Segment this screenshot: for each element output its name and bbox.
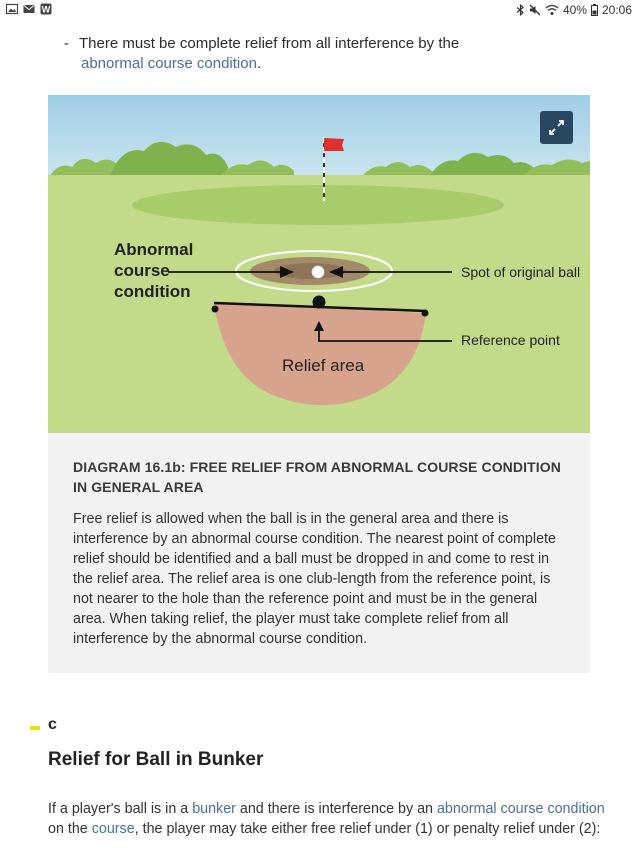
gallery-icon xyxy=(6,3,18,15)
abnormal-course-condition-link[interactable]: abnormal course condition xyxy=(436,801,605,817)
label-abnormal: Abnormal xyxy=(114,240,193,259)
section-letter: c xyxy=(48,716,57,733)
wifi-icon xyxy=(545,4,559,15)
diagram-illustration: Abnormal course condition Spot of origin… xyxy=(48,95,590,433)
para-text: and there is interference by an xyxy=(235,801,437,817)
diagram-title: DIAGRAM 16.1b: FREE RELIEF FROM ABNORMAL… xyxy=(73,459,561,495)
battery-percent: 40% xyxy=(562,3,587,17)
original-ball-icon xyxy=(311,265,325,279)
expand-button[interactable] xyxy=(540,111,573,144)
label-course: course xyxy=(114,261,170,280)
reference-point-marker xyxy=(312,295,326,309)
label-spot-of-original-ball: Spot of original ball xyxy=(461,264,580,280)
label-reference-point: Reference point xyxy=(461,332,560,348)
course-link[interactable]: course xyxy=(91,821,135,837)
section-heading: Relief for Ball in Bunker xyxy=(48,749,264,770)
system-icons: 40% 20:06 xyxy=(516,3,632,17)
notification-icons: W xyxy=(6,3,52,15)
clock: 20:06 xyxy=(601,3,632,17)
relief-area-shape xyxy=(214,303,426,406)
bullet-dash: - xyxy=(64,35,69,52)
putting-green xyxy=(132,185,504,225)
section-marker xyxy=(30,726,40,730)
flag-icon xyxy=(324,138,344,151)
acc-boundary xyxy=(235,250,393,292)
bullet-text: There must be complete relief from all i… xyxy=(79,35,460,52)
svg-text:W: W xyxy=(42,5,51,15)
status-bar: W 40% 20:06 xyxy=(0,0,638,20)
email-icon xyxy=(23,5,35,13)
word-app-icon: W xyxy=(40,3,52,15)
bluetooth-icon xyxy=(516,4,524,16)
bullet-period: . xyxy=(256,55,262,72)
battery-icon xyxy=(590,4,598,16)
bunker-link[interactable]: bunker xyxy=(192,801,236,817)
para-text: , the player may take either free relief… xyxy=(134,821,601,837)
abnormal-course-condition-link[interactable]: abnormal course condition xyxy=(81,55,257,72)
bullet-text-continued: abnormal course condition. xyxy=(81,54,261,74)
section-paragraph: If a player's ball is in a bunker and th… xyxy=(48,799,608,839)
diagram-card: Abnormal course condition Spot of origin… xyxy=(48,95,590,673)
label-condition: condition xyxy=(114,282,190,301)
golf-relief-diagram: Abnormal course condition Spot of origin… xyxy=(48,95,590,433)
mute-icon xyxy=(529,4,541,16)
para-text: on the xyxy=(48,821,92,837)
expand-icon xyxy=(549,120,564,135)
para-text: If a player's ball is in a xyxy=(48,801,193,817)
label-relief-area: Relief area xyxy=(282,356,365,375)
diagram-caption: Free relief is allowed when the ball is … xyxy=(73,511,556,647)
